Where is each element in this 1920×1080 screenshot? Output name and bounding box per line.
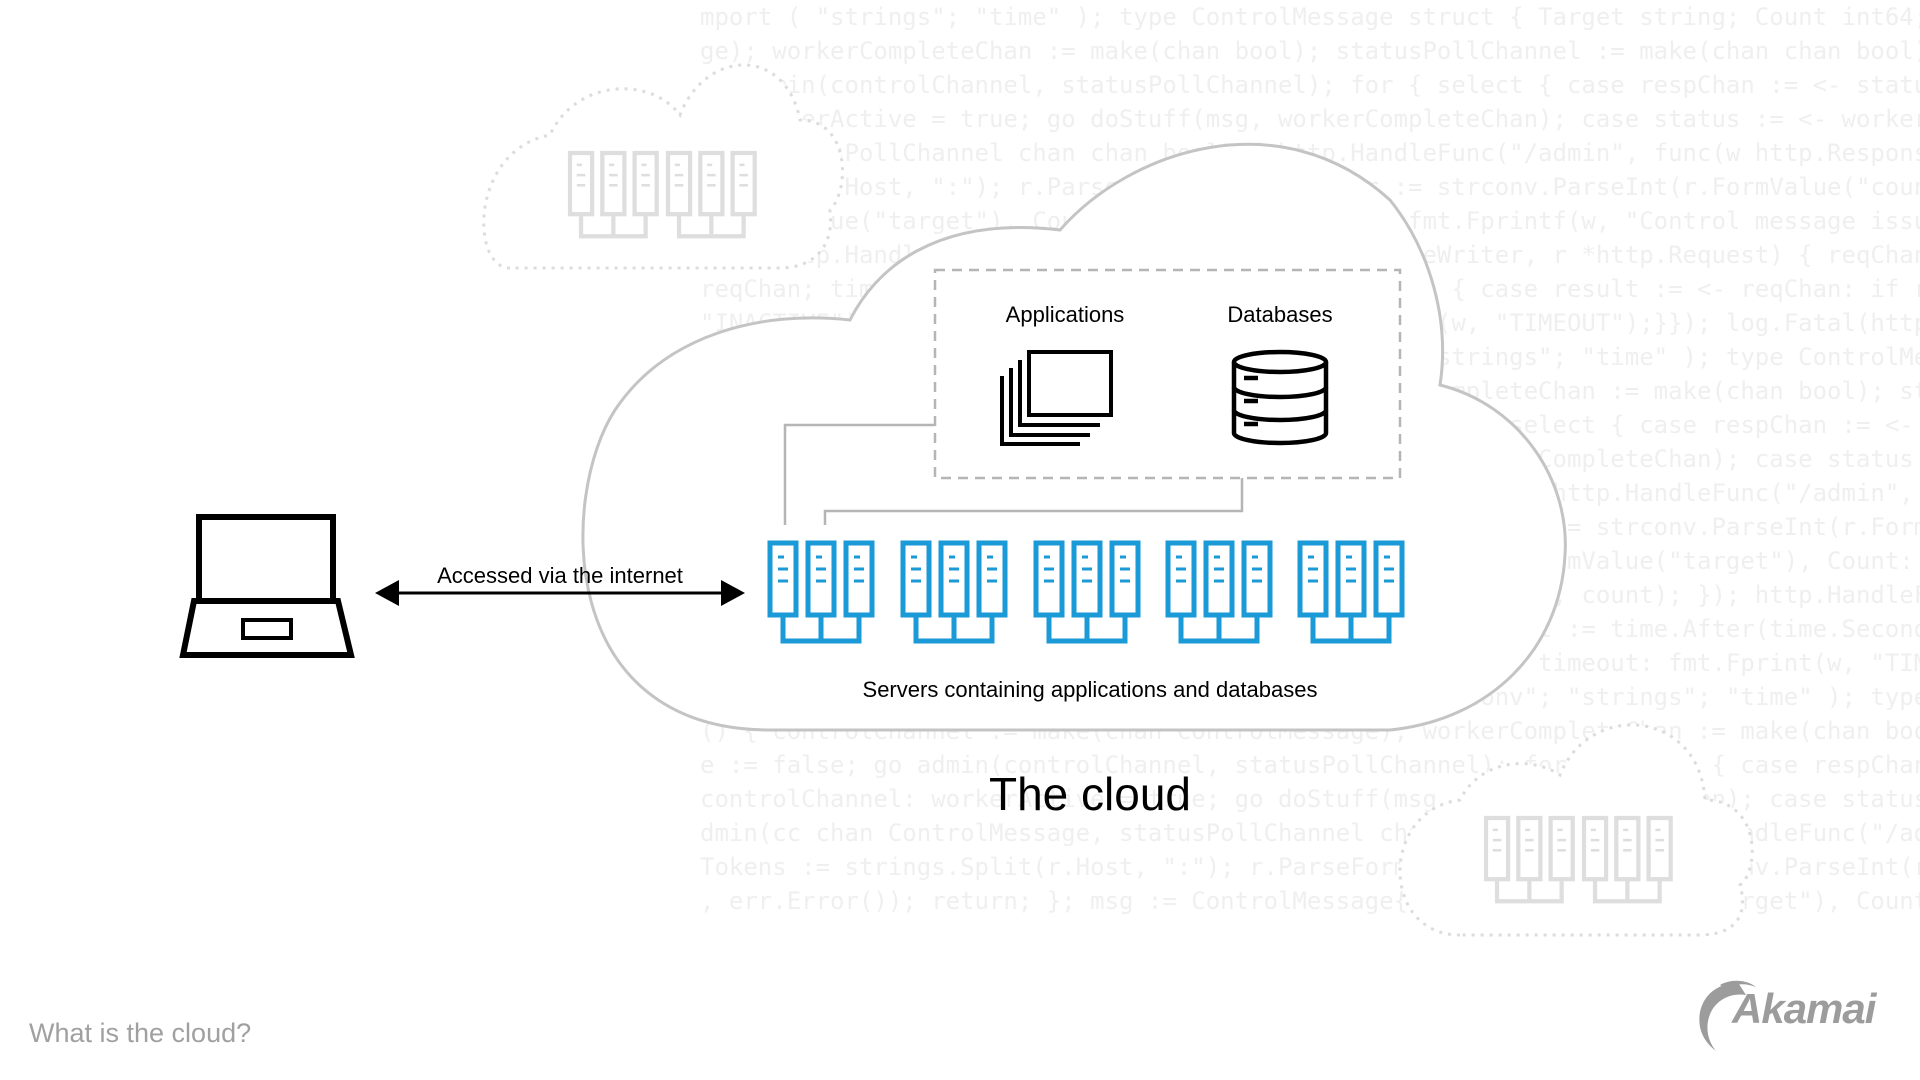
connector-line xyxy=(823,478,1244,525)
server-rack-icon xyxy=(1300,543,1402,641)
server-rack-icon xyxy=(1036,543,1138,641)
server-rack-icon xyxy=(1168,543,1270,641)
databases-label: Databases xyxy=(1227,302,1333,327)
akamai-logo: Akamai xyxy=(1690,975,1910,1055)
background-cloud-top-left xyxy=(482,63,844,270)
akamai-logo-text: Akamai xyxy=(1732,985,1876,1032)
server-rack-icon xyxy=(770,543,872,641)
applications-label: Applications xyxy=(1005,302,1125,327)
servers-label: Servers containing applications and data… xyxy=(862,677,1318,702)
database-icon xyxy=(1231,349,1329,446)
applications-databases-box xyxy=(933,268,1402,480)
connector-line xyxy=(783,423,935,525)
background-cloud-bottom-right xyxy=(1398,723,1754,937)
server-rack-icon xyxy=(903,543,1005,641)
double-arrow-icon xyxy=(375,580,745,606)
cloud-title: The cloud xyxy=(988,768,1191,820)
laptop-icon xyxy=(179,514,355,658)
akamai-swoosh-icon xyxy=(1699,980,1756,1051)
applications-icon xyxy=(1000,350,1113,446)
internet-connection-label: Accessed via the internet xyxy=(437,563,683,588)
footer-title: What is the cloud? xyxy=(29,1018,252,1048)
